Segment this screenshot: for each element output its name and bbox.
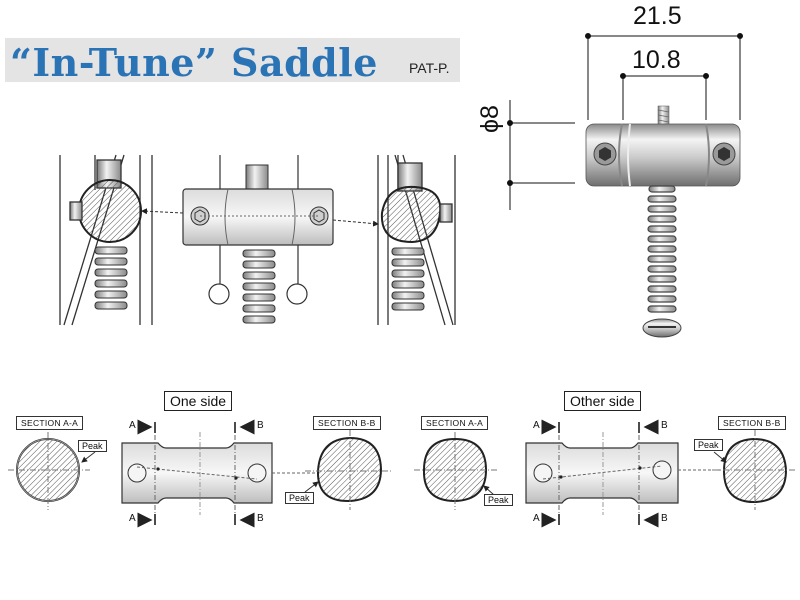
section-bb-label-left: SECTION B-B <box>313 416 381 430</box>
spring-icon <box>647 185 677 313</box>
spring-icon <box>242 249 276 324</box>
middle-center-saddle <box>141 155 379 324</box>
section-aa-label-right: SECTION A-A <box>421 416 489 430</box>
patent-pending-label: PAT-P. <box>409 60 450 76</box>
section-mark-a-top-right: A <box>533 420 540 431</box>
arrow-icon <box>483 485 495 496</box>
section-bb-label-right: SECTION B-B <box>718 416 786 430</box>
section-mark-b-top-right: B <box>661 420 668 431</box>
spring-icon <box>94 246 128 310</box>
section-mark-b-top-left: B <box>257 420 264 431</box>
section-mark-a-bottom-left: A <box>129 513 136 524</box>
page-title: “In-Tune” Saddle <box>10 40 378 85</box>
section-aa-label-left: SECTION A-A <box>16 416 84 430</box>
arrow-icon <box>81 451 96 463</box>
bottom-other-side-shapes <box>414 419 796 528</box>
title-background <box>5 38 460 82</box>
middle-left-view <box>59 154 153 326</box>
spring-icon <box>391 247 425 311</box>
arrow-icon <box>332 219 379 227</box>
one-side-label: One side <box>164 391 233 411</box>
peak-label-aa-right: Peak <box>484 494 513 506</box>
arrow-icon <box>304 481 319 493</box>
section-mark-a-top-left: A <box>129 420 136 431</box>
other-side-label: Other side <box>564 391 641 411</box>
arrow-icon <box>713 451 727 463</box>
saddle-photo-body <box>585 105 741 338</box>
middle-right-view <box>377 154 456 326</box>
peak-label-bb-left: Peak <box>285 492 314 504</box>
dimension-overall-length: 21.5 <box>633 2 682 30</box>
saddle-photo <box>507 33 743 210</box>
section-mark-b-bottom-right: B <box>661 513 668 524</box>
dimension-spacing: 10.8 <box>632 46 681 74</box>
section-mark-b-bottom-left: B <box>257 513 264 524</box>
bottom-one-side-shapes <box>8 419 392 528</box>
peak-label-aa-left: Peak <box>78 440 107 452</box>
arrow-icon <box>141 208 184 215</box>
section-mark-a-bottom-right: A <box>533 513 540 524</box>
peak-label-bb-right: Peak <box>694 439 723 451</box>
